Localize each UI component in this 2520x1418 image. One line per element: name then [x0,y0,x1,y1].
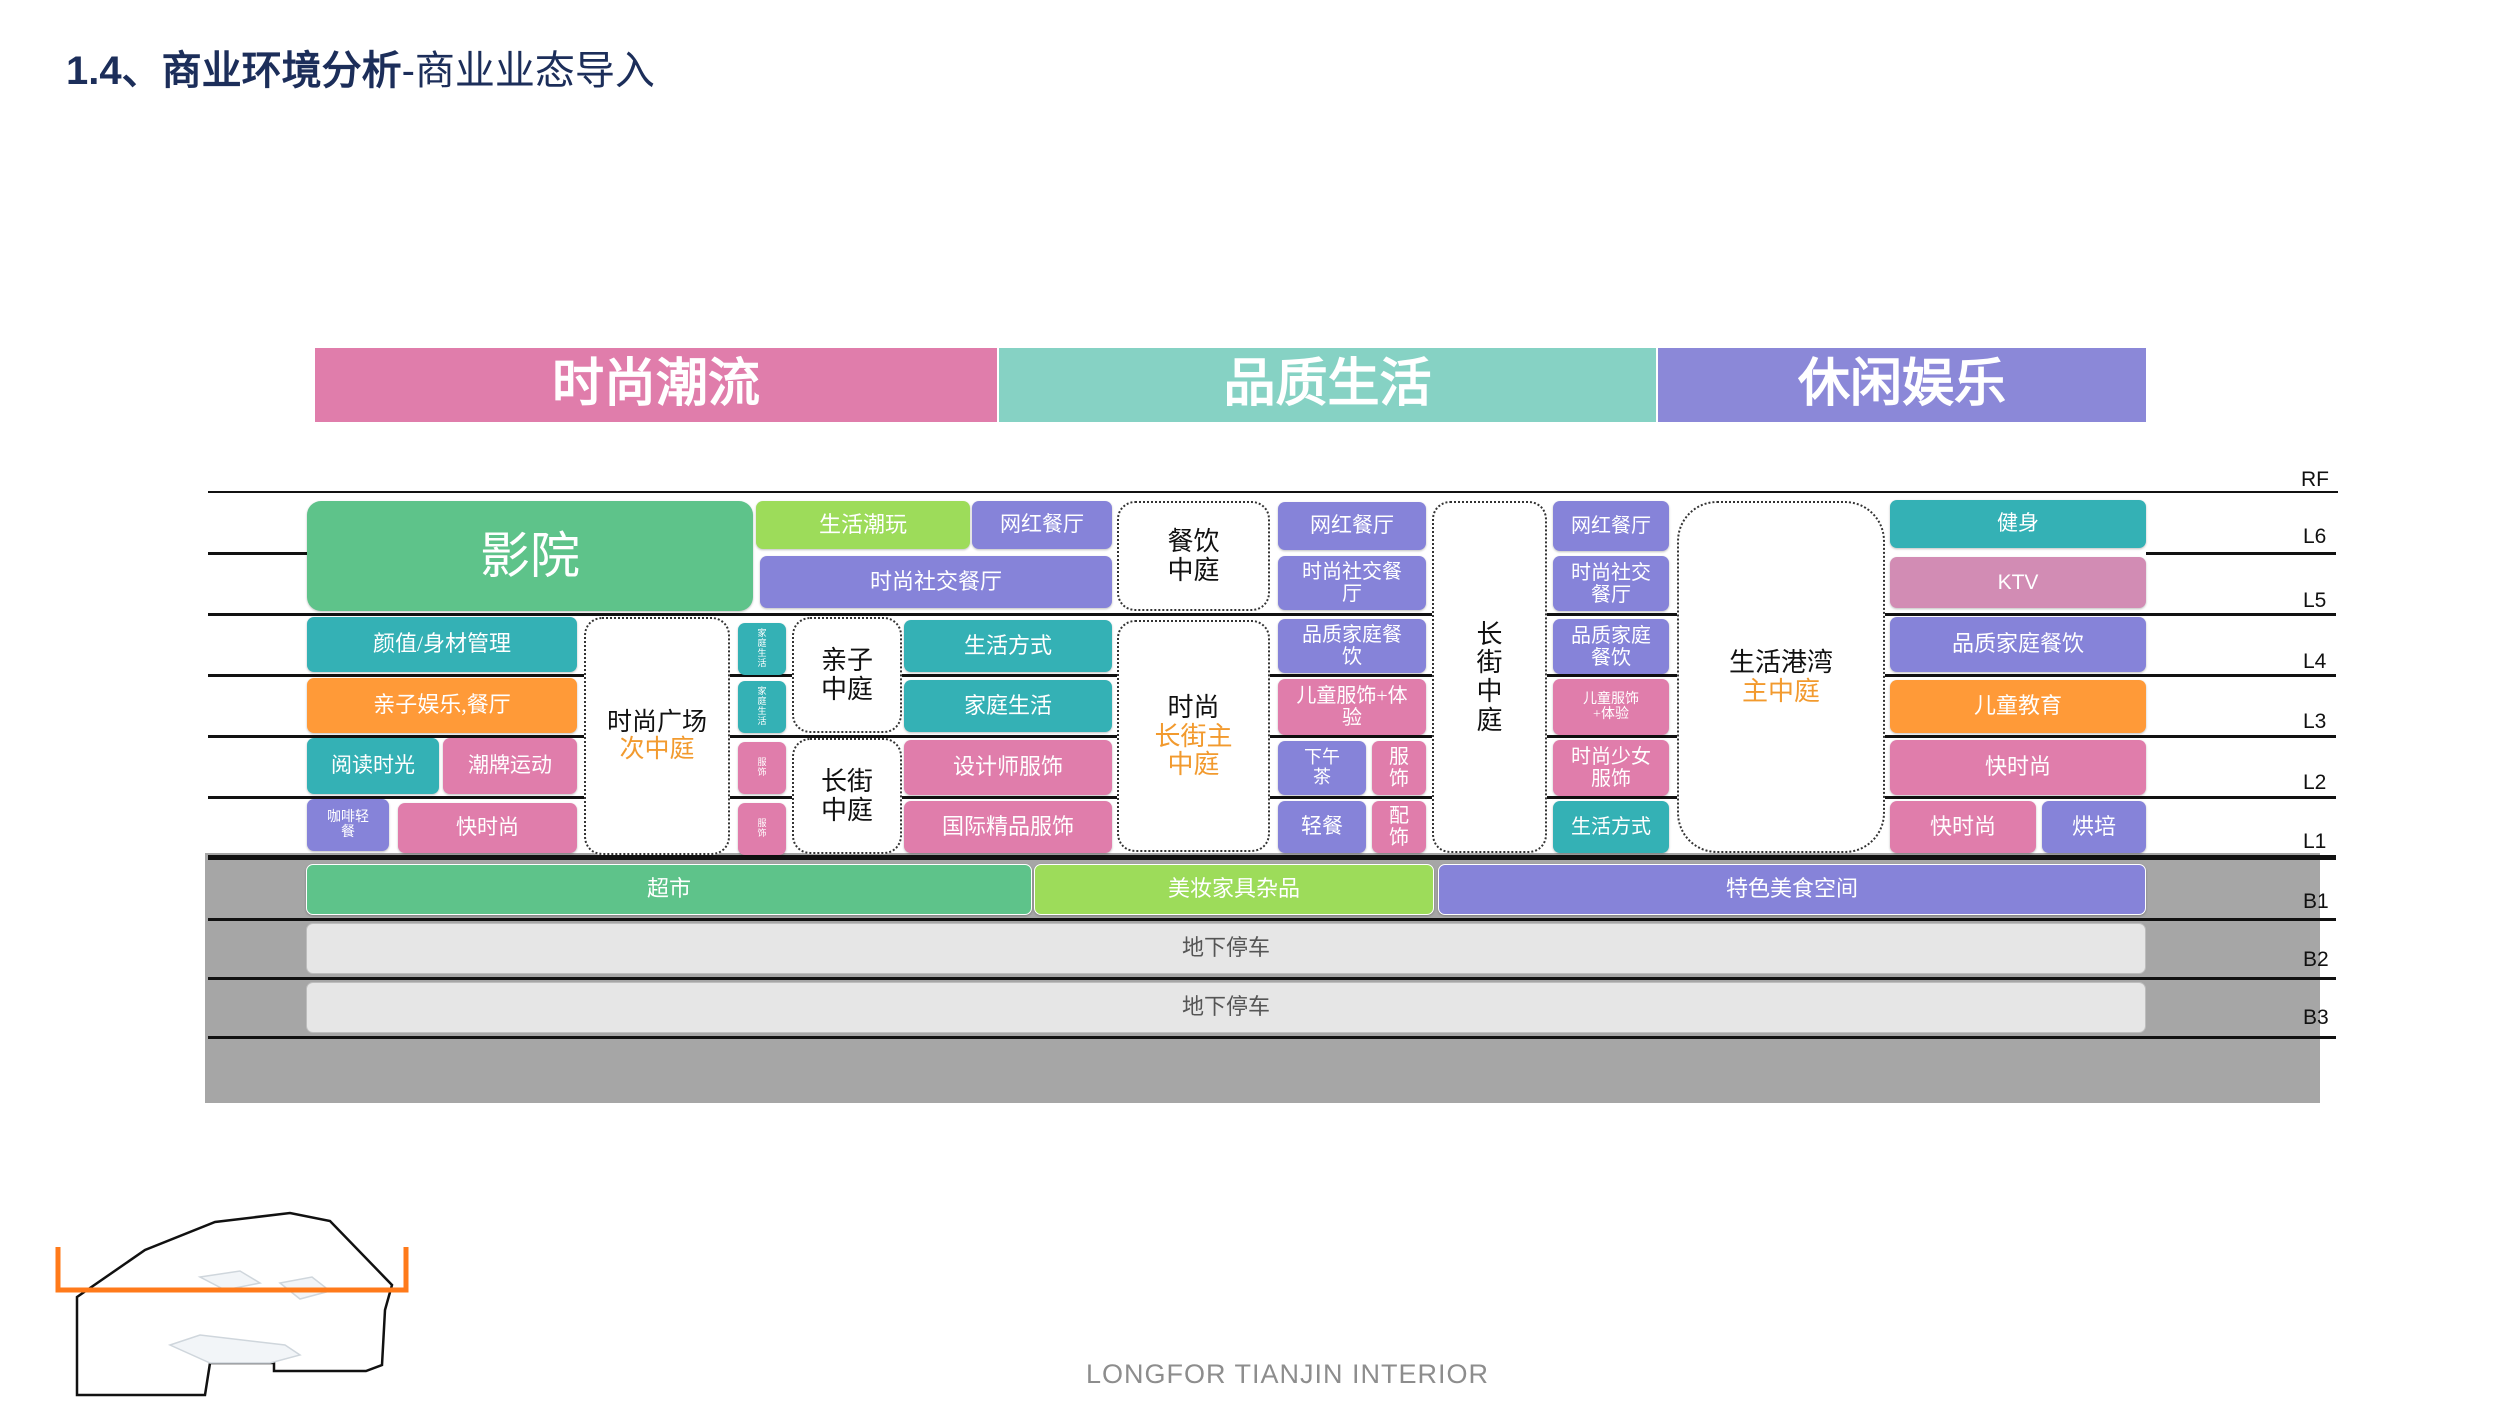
atrium-dining: 餐饮中庭 [1117,501,1270,611]
block-kids-apparel-a: 儿童服饰+体验 [1278,679,1426,735]
block-kids-education: 儿童教育 [1890,680,2146,733]
block-lifestyle-b: 生活方式 [1553,801,1669,853]
block-food-court: 特色美食空间 [1438,864,2146,915]
block-family-dining-c: 品质家庭餐饮 [1890,617,2146,672]
site-plan-thumbnail [55,1211,409,1397]
block-luxury-apparel: 国际精品服饰 [904,801,1112,853]
block-internet-restaurant-c: 网红餐厅 [1553,501,1669,551]
page-title: 1.4、商业环境分析-商业业态导入 [66,38,655,96]
floor-label-b2: B2 [2303,948,2329,971]
atrium-fashion-plaza: 时尚广场次中庭 [584,617,730,855]
block-bakery: 烘培 [2042,801,2146,853]
block-parking-b2: 地下停车 [306,923,2146,974]
floor-label-l1: L1 [2303,830,2327,853]
floor-line-rf [208,491,2338,493]
block-girls-fashion: 时尚少女服饰 [1553,740,1669,796]
block-family-life-small-b: 家庭生活 [738,681,786,733]
floor-line-l4 [208,674,2336,677]
block-family-life-small-a: 家庭生活 [738,623,786,675]
atrium-fashion-main: 时尚长街主中庭 [1117,620,1270,852]
block-lifestyle-toys: 生活潮玩 [756,501,970,549]
block-internet-restaurant-a: 网红餐厅 [972,501,1112,549]
block-accessories: 配饰 [1372,801,1426,853]
title-main: 1.4、商业环境分析 [66,49,402,93]
block-fast-fashion-c: 快时尚 [1890,801,2036,853]
floor-label-b1: B1 [2303,890,2329,913]
title-sub: -商业业态导入 [401,49,655,93]
block-parking-b3: 地下停车 [306,982,2146,1033]
block-family-entertainment: 亲子娱乐,餐厅 [307,678,577,733]
block-reading: 阅读时光 [307,738,439,794]
floor-label-l5: L5 [2303,589,2327,612]
floor-line-b3 [208,1036,2336,1039]
block-trend-sports: 潮牌运动 [443,738,577,794]
block-beauty-household: 美妆家具杂品 [1034,864,1434,915]
block-coffee: 咖啡轻餐 [307,799,389,851]
zone-header-quality: 品质生活 [999,348,1656,422]
block-designer-apparel: 设计师服饰 [904,740,1112,795]
floor-label-l4: L4 [2303,650,2327,673]
block-lifestyle: 生活方式 [904,620,1112,672]
block-internet-restaurant-b: 网红餐厅 [1278,502,1426,550]
block-social-restaurant-c: 时尚社交餐厅 [1553,556,1669,611]
block-supermarket: 超市 [306,864,1032,915]
block-fast-fashion-b: 快时尚 [1890,740,2146,795]
floor-label-l6: L6 [2303,525,2327,548]
atrium-long-street-small: 长街中庭 [792,738,902,854]
floor-line-l2 [208,796,2336,799]
floor-line-l1 [208,855,2336,860]
block-apparel-small-a: 服饰 [738,742,786,794]
block-cinema: 影院 [307,501,753,611]
block-social-restaurant-a: 时尚社交餐厅 [760,556,1112,608]
block-ktv: KTV [1890,557,2146,608]
block-social-restaurant-b: 时尚社交餐厅 [1278,556,1426,610]
floor-label-l2: L2 [2303,771,2327,794]
floor-line-b1 [208,918,2336,921]
floor-line-l6-right [2146,552,2336,555]
zone-header-fashion: 时尚潮流 [315,348,997,422]
atrium-life-harbor: 生活港湾主中庭 [1677,501,1885,853]
block-family-life: 家庭生活 [904,680,1112,732]
floor-label-b3: B3 [2303,1006,2329,1029]
atrium-long-street-vertical: 长街中庭 [1432,501,1547,853]
floor-line-b2 [208,977,2336,980]
zone-header-leisure: 休闲娱乐 [1658,348,2146,422]
block-afternoon-tea: 下午茶 [1278,741,1366,795]
block-fitness: 健身 [1890,500,2146,548]
block-fast-fashion-a: 快时尚 [398,803,577,853]
block-family-dining-b: 品质家庭餐饮 [1553,619,1669,674]
floor-line-l3 [208,735,2336,738]
atrium-family: 亲子中庭 [792,617,902,733]
floor-label-rf: RF [2301,468,2329,491]
block-apparel-c: 服饰 [1372,741,1426,795]
block-kids-apparel-b: 儿童服饰+体验 [1553,679,1669,735]
floor-label-l3: L3 [2303,710,2327,733]
block-family-dining-a: 品质家庭餐饮 [1278,619,1426,673]
floor-line-l6 [208,552,308,555]
block-beauty-fitness: 颜值/身材管理 [307,617,577,672]
block-light-meal: 轻餐 [1278,801,1366,853]
block-apparel-small-b: 服饰 [738,803,786,855]
floor-line-l5 [208,613,2336,616]
footer-text: LONGFOR TIANJIN INTERIOR [1086,1359,1490,1389]
